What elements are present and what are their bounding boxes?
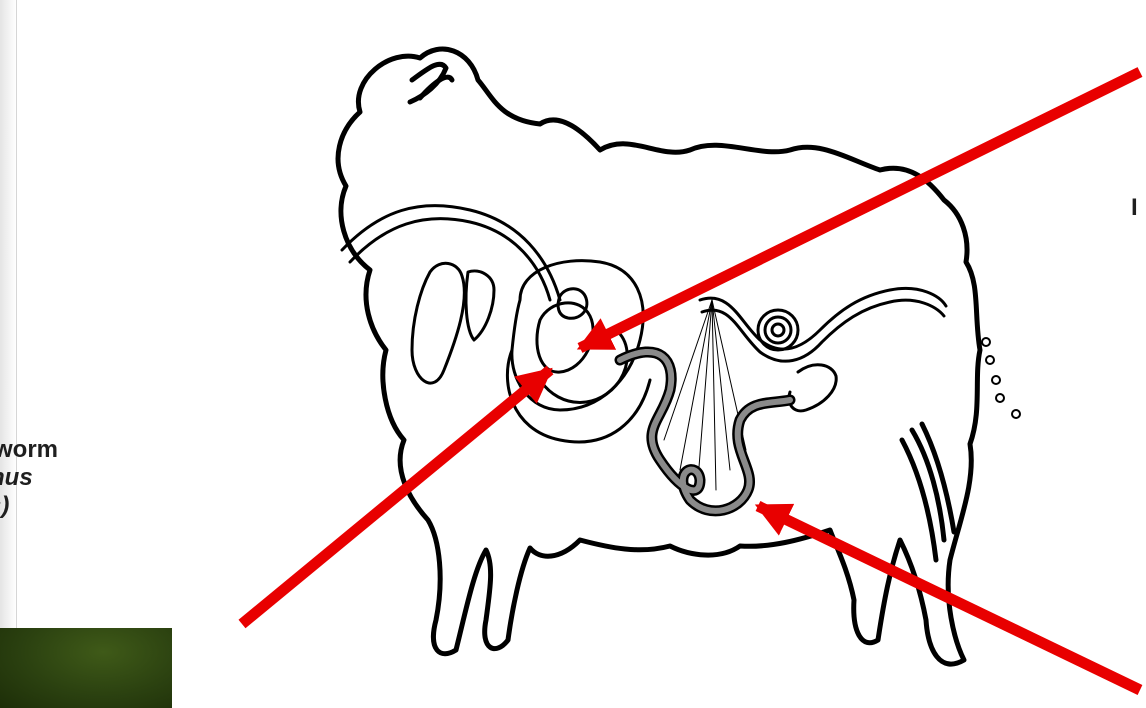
arrow-to-abomasum-upper <box>580 72 1140 348</box>
arrow-to-abomasum-lower <box>242 370 550 624</box>
pointer-arrows <box>242 72 1140 690</box>
small-intestine <box>620 352 790 511</box>
internal-organs <box>342 206 1020 490</box>
small-intestine-fill <box>620 352 790 511</box>
